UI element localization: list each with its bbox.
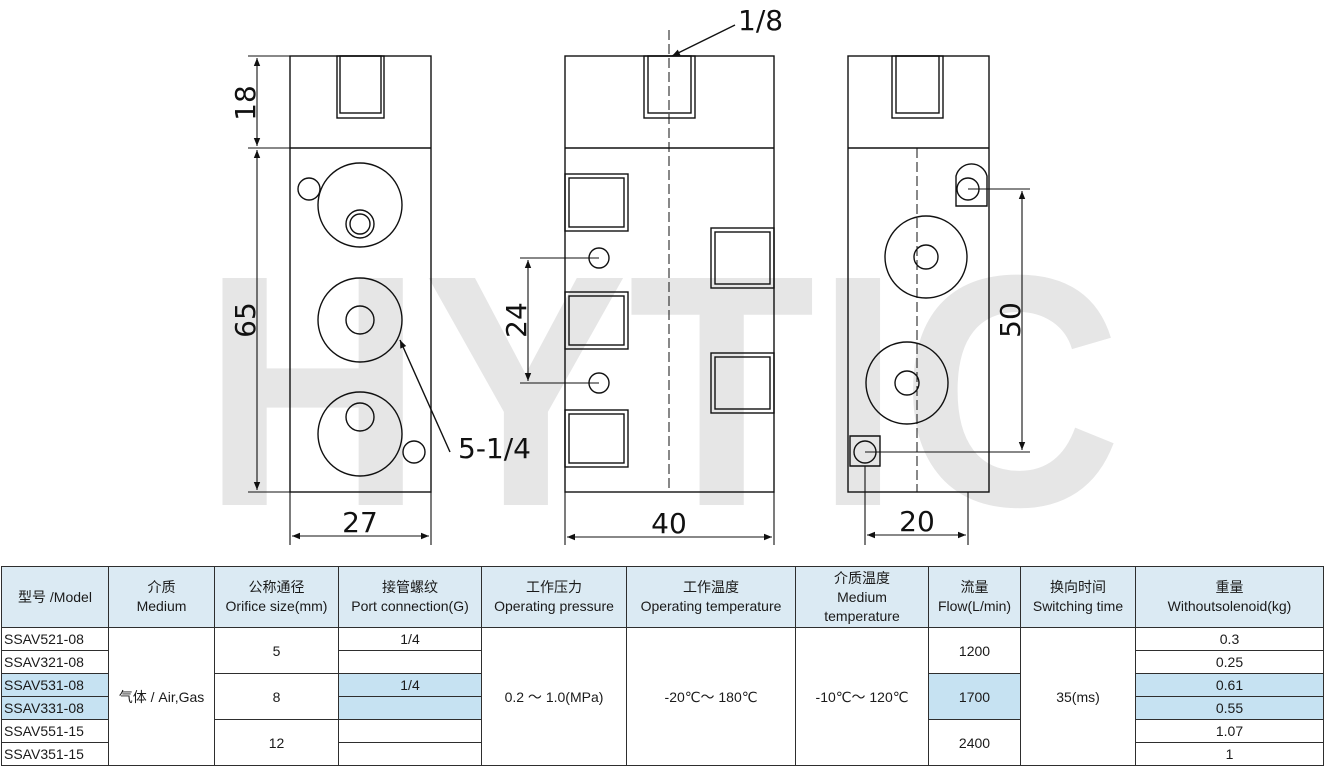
dimension-lines — [248, 55, 1030, 545]
cell-port — [338, 719, 482, 743]
header-model: 型号 /Model — [1, 566, 109, 628]
dim-side-width: 40 — [651, 507, 687, 540]
cell-weight: 0.61 — [1135, 673, 1324, 697]
front-view — [289, 55, 451, 493]
cell-flow: 1700 — [928, 673, 1021, 720]
dim-port-top: 1/8 — [738, 4, 783, 37]
watermark: HYTIC — [202, 206, 1122, 566]
cell-switching: 35(ms) — [1020, 627, 1136, 766]
cell-flow: 2400 — [928, 719, 1021, 766]
table-row: SSAV351-15 1 — [1, 742, 1324, 766]
cell-port: 1/4 — [338, 627, 482, 651]
cell-flow: 1200 — [928, 627, 1021, 674]
dim-side-spacing: 24 — [500, 302, 533, 338]
cell-weight: 0.55 — [1135, 696, 1324, 720]
cell-port — [338, 650, 482, 674]
cell-model: SSAV351-15 — [1, 742, 109, 766]
cell-port: 1/4 — [338, 673, 482, 697]
cell-orifice: 8 — [214, 673, 339, 720]
dim-front-width: 27 — [342, 506, 378, 539]
cell-model: SSAV321-08 — [1, 650, 109, 674]
cell-medium: 气体 / Air,Gas — [108, 627, 215, 766]
cell-medium-temp: -10℃～ 120℃ — [795, 627, 929, 766]
cell-model: SSAV331-08 — [1, 696, 109, 720]
cell-port — [338, 696, 482, 720]
cell-op-temp: -20℃～ 180℃ — [626, 627, 796, 766]
cell-weight: 1 — [1135, 742, 1324, 766]
dim-top-height: 18 — [229, 85, 262, 121]
table-row: SSAV521-08 气体 / Air,Gas 5 1/4 0.2 ～ 1.0(… — [1, 627, 1324, 766]
cell-weight: 0.3 — [1135, 627, 1324, 651]
technical-drawing: HYTIC — [202, 4, 1122, 566]
cell-model: SSAV531-08 — [1, 673, 109, 697]
dim-mount-spacing: 50 — [994, 302, 1027, 338]
dim-ports-callout: 5-1/4 — [458, 432, 531, 465]
dim-body-height: 65 — [229, 302, 262, 338]
cell-weight: 1.07 — [1135, 719, 1324, 743]
table-row: SSAV531-08 8 1/4 1700 0.61 — [1, 673, 1324, 720]
table-row: SSAV321-08 0.25 — [1, 650, 1324, 674]
cell-weight: 0.25 — [1135, 650, 1324, 674]
cell-model: SSAV551-15 — [1, 719, 109, 743]
cell-orifice: 12 — [214, 719, 339, 766]
table-row: SSAV331-08 0.55 — [1, 696, 1324, 720]
cell-model: SSAV521-08 — [1, 627, 109, 651]
dim-back-width: 20 — [899, 505, 935, 538]
side-view — [564, 24, 775, 493]
cell-port — [338, 742, 482, 766]
cell-pressure: 0.2 ～ 1.0(MPa) — [481, 627, 627, 766]
back-view — [847, 55, 990, 493]
cell-orifice: 5 — [214, 627, 339, 674]
